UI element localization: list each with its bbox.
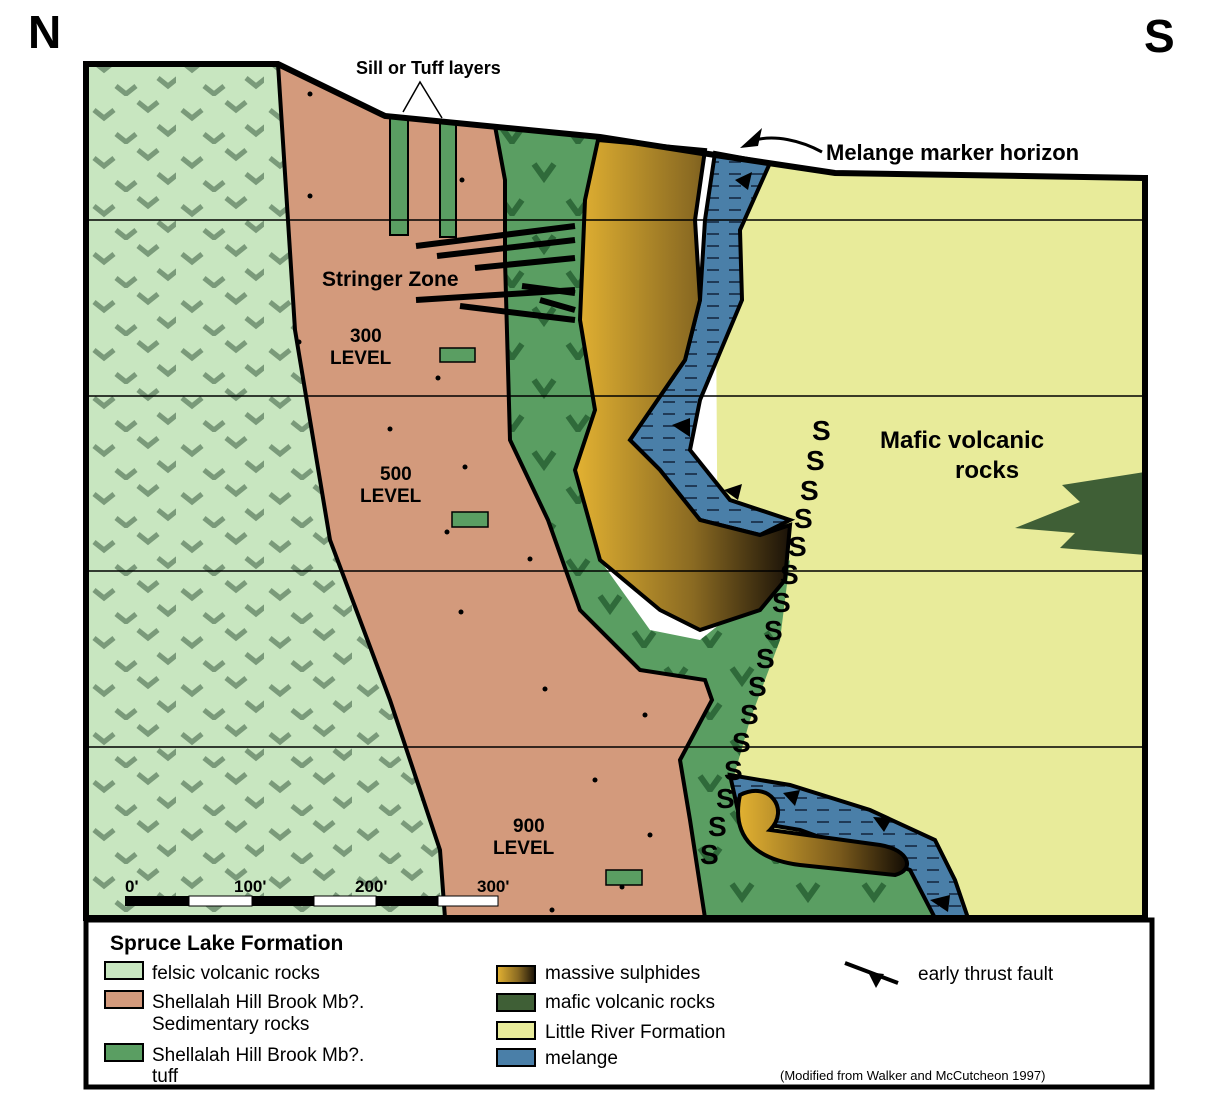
sill-layer-1 [389, 117, 409, 236]
legend-little-river: Little River Formation [545, 1022, 726, 1043]
legend-mafic: mafic volcanic rocks [545, 992, 715, 1013]
legend-melange: melange [545, 1048, 618, 1069]
svg-text:S: S [700, 839, 719, 870]
svg-text:S: S [812, 415, 831, 446]
svg-text:S: S [740, 699, 759, 730]
north-label: N [28, 6, 61, 58]
thrust-fault-teeth [672, 172, 950, 912]
level-900-label: LEVEL [493, 838, 555, 859]
melange-marker-label: Melange marker horizon [826, 140, 1079, 165]
svg-text:S: S [800, 475, 819, 506]
scale-bar: 0' 100' 200' 300' [125, 877, 509, 907]
svg-text:S: S [764, 615, 783, 646]
little-river-formation-unit [715, 157, 1145, 918]
legend-felsic: felsic volcanic rocks [152, 963, 320, 984]
scale-tick-300: 300' [477, 877, 509, 896]
sedimentary-rocks-unit [278, 64, 712, 918]
massive-sulphides-unit [572, 137, 793, 633]
svg-text:S: S [794, 503, 813, 534]
svg-text:S: S [716, 783, 735, 814]
scale-tick-0: 0' [125, 877, 139, 896]
legend-title: Spruce Lake Formation [110, 932, 343, 955]
svg-text:S: S [756, 643, 775, 674]
legend-sulphides: massive sulphides [545, 963, 700, 984]
legend-tuff-1: Shellalah Hill Brook Mb?. [152, 1045, 364, 1066]
credit-text: (Modified from Walker and McCutcheon 199… [780, 1068, 1045, 1083]
level-300-number: 300 [350, 326, 382, 347]
stringer-veins [415, 223, 576, 323]
mafic-volcanic-label-1: Mafic volcanic [880, 427, 1044, 454]
legend-sediment-2: Sedimentary rocks [152, 1014, 309, 1035]
sediment-dots [296, 91, 653, 913]
massive-sulphides-lower-unit [736, 788, 909, 878]
scale-tick-100: 100' [234, 877, 266, 896]
svg-text:S: S [780, 559, 799, 590]
svg-text:S: S [732, 727, 751, 758]
legend-thrust-fault: early thrust fault [918, 964, 1054, 985]
level-900-number: 900 [513, 816, 545, 837]
legend: Spruce Lake Formation felsic volcanic ro… [83, 917, 1155, 1090]
mafic-volcanic-label-2: rocks [955, 457, 1019, 484]
mafic-volcanic-wedge [1015, 472, 1145, 555]
svg-text:S: S [708, 811, 727, 842]
svg-text:S: S [788, 531, 807, 562]
thrust-fault-icon [844, 961, 899, 988]
svg-text:S: S [806, 445, 825, 476]
svg-text:S: S [724, 755, 743, 786]
level-500-number: 500 [380, 464, 412, 485]
legend-tuff-2: tuff [152, 1066, 179, 1087]
svg-text:S: S [772, 587, 791, 618]
level-300-label: LEVEL [330, 348, 392, 369]
legend-sediment-1: Shellalah Hill Brook Mb?. [152, 992, 364, 1013]
sill-tuff-label: Sill or Tuff layers [356, 58, 501, 78]
arrow-icon [740, 128, 762, 148]
south-label: S [1144, 10, 1175, 62]
stringer-zone-label: Stringer Zone [322, 268, 459, 291]
level-lines [86, 219, 1145, 748]
scale-tick-200: 200' [355, 877, 387, 896]
level-500-label: LEVEL [360, 486, 422, 507]
shear-zone-s-symbols: SSS SSS SSS SSS SSS S [700, 415, 831, 870]
svg-text:S: S [748, 671, 767, 702]
